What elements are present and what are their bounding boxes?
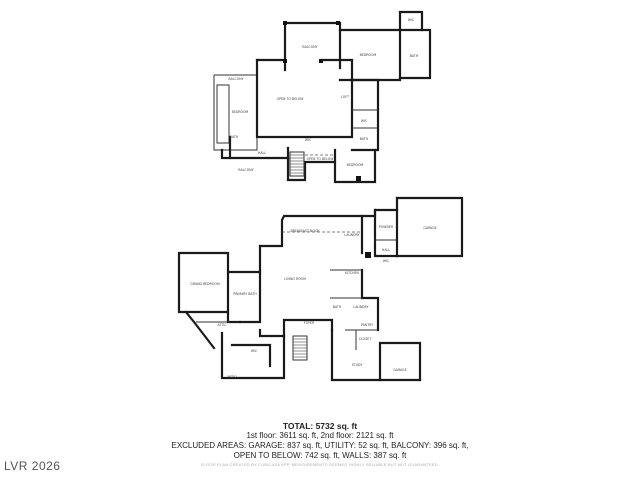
room-label: BATH bbox=[333, 305, 342, 309]
room-label: GRAND BEDROOM bbox=[190, 282, 219, 286]
room-label: LIVING ROOM bbox=[284, 277, 306, 281]
area-summary: TOTAL: 5732 sq. ft 1st floor: 3611 sq. f… bbox=[0, 421, 640, 469]
disclaimer: FLOOR PLAN CREATED BY CUBICASA APP. MEAS… bbox=[200, 462, 440, 467]
room-label: BREAKFAST NOOK bbox=[291, 229, 321, 233]
room-label: LAUNDRY bbox=[353, 305, 368, 309]
room-label: BATH bbox=[410, 54, 419, 58]
room-label: WIC bbox=[383, 259, 390, 263]
room-label: BEDROOM bbox=[347, 163, 364, 167]
room-label: BALCONY bbox=[302, 45, 317, 49]
room-label: WIC bbox=[408, 18, 415, 22]
room-label: CLOSET bbox=[359, 337, 371, 341]
room-label: FOYER bbox=[304, 321, 315, 325]
room-label: WIC bbox=[251, 349, 258, 353]
upper-stairs bbox=[289, 151, 305, 177]
total-area: TOTAL: 5732 sq. ft bbox=[282, 421, 358, 431]
room-label: GARAGE bbox=[423, 226, 436, 230]
room-label: OPEN TO BELOW bbox=[307, 157, 335, 161]
room-label: HALL bbox=[382, 248, 390, 252]
lower-floor-plan: BREAKFAST NOOK LAUNDRY POWDER GARAGE HAL… bbox=[177, 196, 464, 382]
room-label: PANTRY bbox=[361, 323, 373, 327]
room-label: KITCHEN bbox=[345, 271, 359, 275]
excluded-areas: EXCLUDED AREAS: GARAGE: 837 sq. ft, UTIL… bbox=[171, 441, 469, 450]
room-label: LOFT bbox=[341, 95, 349, 99]
room-label: OPEN TO BELOW bbox=[277, 97, 305, 101]
upper-room-labels: BALCONY BEDROOM BATH WIC BALCONY BEDROOM… bbox=[228, 18, 418, 172]
room-label: POWDER bbox=[379, 225, 394, 229]
room-label: PRIMARY BATH bbox=[233, 292, 257, 296]
upper-floor-walls bbox=[213, 10, 432, 184]
room-label: ATTIC bbox=[218, 323, 228, 327]
room-label: WIC bbox=[361, 119, 368, 123]
lower-floor-walls bbox=[177, 196, 464, 382]
room-label: BATH bbox=[360, 137, 369, 141]
floor-plan: BALCONY BEDROOM BATH WIC BALCONY BEDROOM… bbox=[177, 10, 464, 382]
room-label: BATH bbox=[230, 135, 239, 139]
room-label: BEDROOM bbox=[360, 53, 377, 57]
room-label: WIC bbox=[305, 138, 312, 142]
lower-stairs bbox=[292, 335, 308, 361]
room-label: PATIO bbox=[227, 375, 237, 379]
lower-room-labels: BREAKFAST NOOK LAUNDRY POWDER GARAGE HAL… bbox=[190, 225, 436, 379]
floor-areas: 1st floor: 3611 sq. ft, 2nd floor: 2121 … bbox=[246, 431, 394, 440]
watermark: LVR 2026 bbox=[4, 459, 61, 473]
room-label: BALCONY bbox=[228, 77, 243, 81]
room-label: BEDROOM bbox=[232, 110, 249, 114]
room-label: STUDY bbox=[352, 363, 363, 367]
room-label: HALL bbox=[258, 151, 266, 155]
room-label: GARAGE bbox=[393, 368, 406, 372]
room-label: BALCONY bbox=[238, 168, 253, 172]
open-walls-areas: OPEN TO BELOW: 742 sq. ft, WALLS: 387 sq… bbox=[233, 451, 407, 460]
room-label: LAUNDRY bbox=[344, 233, 359, 237]
upper-floor-plan: BALCONY BEDROOM BATH WIC BALCONY BEDROOM… bbox=[213, 10, 432, 184]
